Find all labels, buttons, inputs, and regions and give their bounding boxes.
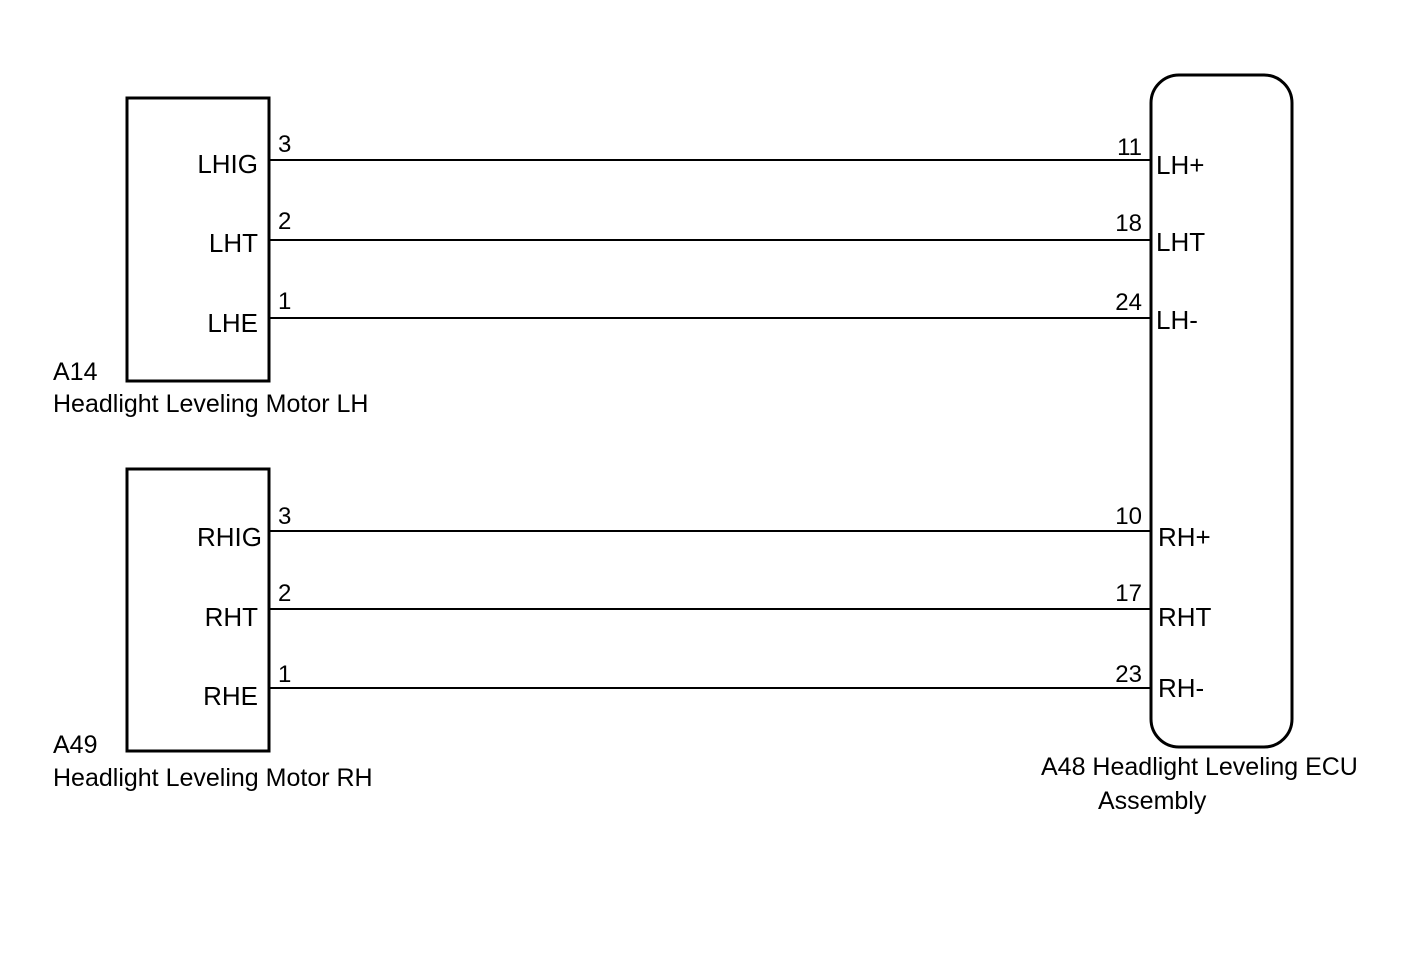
ecu-pin-label-lht: LHT xyxy=(1156,227,1205,257)
ecu-pin-num-24: 24 xyxy=(1115,289,1142,316)
motor-lh-pin-num-3: 3 xyxy=(278,131,291,158)
ecu-box xyxy=(1149,73,1294,749)
motor-rh-pin-num-3: 3 xyxy=(278,503,291,530)
ecu-pin-label-rh-plus: RH+ xyxy=(1158,522,1211,552)
motor-rh-pin-num-2: 2 xyxy=(278,580,291,607)
motor-rh-pin-label-rhe: RHE xyxy=(203,681,258,711)
ecu-pin-num-17: 17 xyxy=(1115,580,1142,607)
motor-lh-pin-num-2: 2 xyxy=(278,208,291,235)
ecu-pin-numbers: 11 18 24 10 17 23 xyxy=(1115,134,1142,688)
ecu-connector: LH+ LHT LH- RH+ RHT RH- A48 Headlight Le… xyxy=(1041,73,1358,815)
ecu-pin-label-rht: RHT xyxy=(1158,602,1212,632)
motor-rh-code: A49 xyxy=(53,731,97,759)
motor-lh-pin-label-lht: LHT xyxy=(209,228,258,258)
ecu-pin-label-rh-minus: RH- xyxy=(1158,673,1204,703)
ecu-name-line1: A48 Headlight Leveling ECU xyxy=(1041,753,1358,781)
ecu-pin-label-lh-minus: LH- xyxy=(1156,305,1198,335)
motor-pin-numbers: 3 2 1 3 2 1 xyxy=(278,131,291,688)
motor-lh-pin-label-lhig: LHIG xyxy=(197,149,258,179)
motor-lh-pin-label-lhe: LHE xyxy=(207,308,258,338)
motor-rh-name: Headlight Leveling Motor RH xyxy=(53,764,373,792)
motor-lh-code: A14 xyxy=(53,358,98,386)
ecu-pin-num-11: 11 xyxy=(1117,134,1142,161)
motor-rh-pin-label-rhig: RHIG xyxy=(197,522,262,552)
motor-lh-name: Headlight Leveling Motor LH xyxy=(53,390,368,418)
motor-lh-pin-num-1: 1 xyxy=(278,288,291,315)
ecu-pin-num-18: 18 xyxy=(1115,210,1142,237)
wires xyxy=(269,159,1151,689)
motor-rh-pin-label-rht: RHT xyxy=(205,602,259,632)
ecu-pin-num-23: 23 xyxy=(1115,661,1142,688)
ecu-pin-num-10: 10 xyxy=(1115,503,1142,530)
ecu-name-line2: Assembly xyxy=(1098,787,1207,815)
motor-lh-connector: LHIG LHT LHE A14 Headlight Leveling Moto… xyxy=(53,96,368,418)
ecu-pin-label-lh-plus: LH+ xyxy=(1156,150,1204,180)
motor-rh-pin-num-1: 1 xyxy=(278,661,291,688)
motor-rh-connector: RHIG RHT RHE A49 Headlight Leveling Moto… xyxy=(53,467,373,792)
